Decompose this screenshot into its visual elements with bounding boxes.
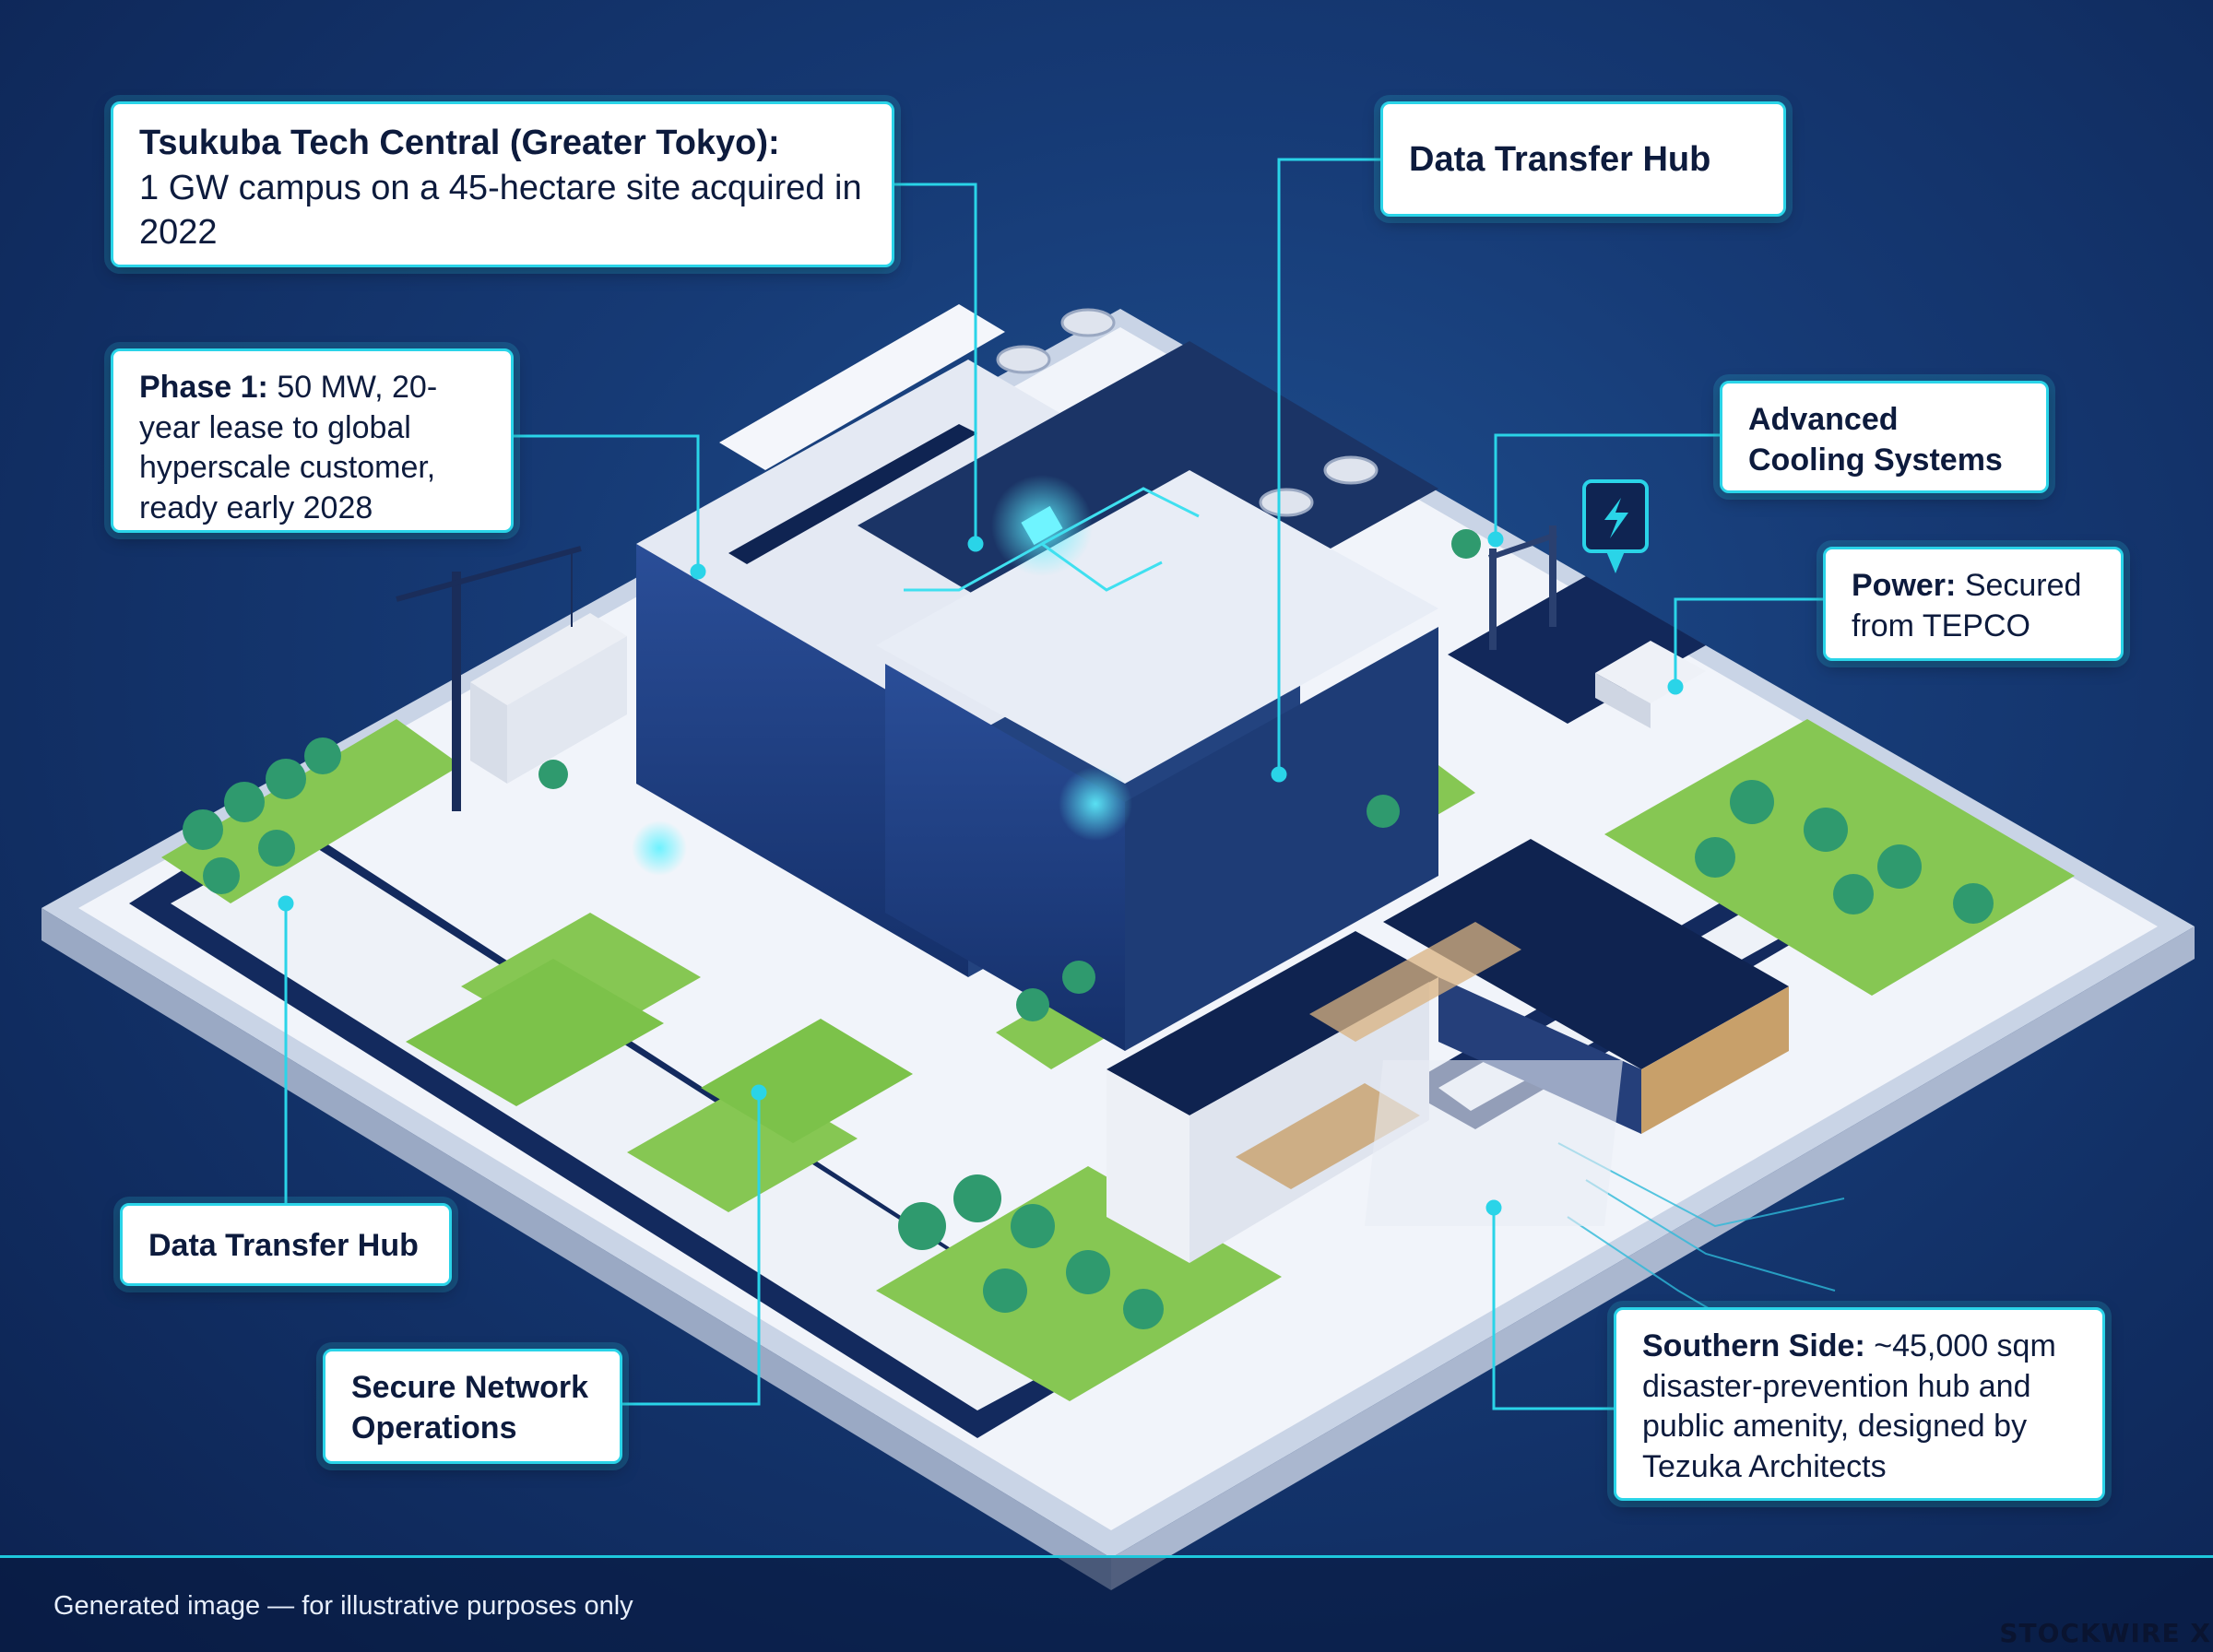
trees: [183, 529, 1994, 1329]
connector-power: [1674, 597, 1823, 682]
lightning-bolt-icon: [1604, 498, 1628, 538]
callout-data-hub-bottom-label: Data Transfer Hub: [148, 1228, 419, 1263]
callout-data-hub-top: Data Transfer Hub: [1380, 101, 1786, 217]
callout-power: Power: Secured from TEPCO: [1823, 547, 2124, 661]
footer-caption: Generated image — for illustrative purpo…: [53, 1591, 633, 1621]
construction-site: [396, 546, 627, 811]
callout-southern-title: Southern Side:: [1642, 1328, 1865, 1363]
connector-data-hub-top: [1277, 158, 1380, 770]
callout-phase1-title: Phase 1:: [139, 370, 268, 405]
callout-phase1: Phase 1: 50 MW, 20-year lease to global …: [111, 348, 514, 533]
callout-cooling-label: Advanced Cooling Systems: [1748, 402, 2003, 478]
callout-power-title: Power:: [1852, 568, 1957, 603]
callout-phase1-body: 50 MW, 20-year lease to global hyperscal…: [139, 370, 438, 525]
footer-caption-bar: Generated image — for illustrative purpo…: [0, 1555, 2213, 1652]
connector-cooling: [1494, 433, 1720, 535]
connector-secure: [622, 1097, 761, 1406]
callout-tsukuba-title: Tsukuba Tech Central (Greater Tokyo):: [139, 124, 780, 162]
connector-phase1: [514, 434, 700, 567]
southern-building: [1106, 839, 1789, 1263]
callout-data-hub-top-label: Data Transfer Hub: [1409, 140, 1711, 179]
callout-tsukuba-body: 1 GW campus on a 45-hectare site acquire…: [139, 168, 862, 253]
data-circuits: [632, 475, 1845, 1356]
callout-power-body: Secured from TEPCO: [1852, 568, 2082, 643]
connector-southern: [1492, 1212, 1614, 1410]
callout-southern-body: ~45,000 sqm disaster-prevention hub and …: [1642, 1328, 2056, 1484]
power-substation: [1448, 479, 1706, 728]
callout-cooling: Advanced Cooling Systems: [1720, 381, 2049, 493]
connector-lines: [278, 158, 1823, 1410]
callout-secure: Secure Network Operations: [323, 1349, 622, 1464]
callout-tsukuba: Tsukuba Tech Central (Greater Tokyo): 1 …: [111, 101, 894, 267]
cooling-fans: [996, 308, 1379, 517]
callout-secure-label: Secure Network Operations: [351, 1370, 588, 1446]
callout-southern: Southern Side: ~45,000 sqm disaster-prev…: [1614, 1307, 2105, 1501]
brand-watermark: STOCKWIRE X: [1999, 1618, 2211, 1648]
main-data-center: [636, 304, 1438, 1051]
callout-data-hub-bottom: Data Transfer Hub: [120, 1203, 452, 1286]
connector-tsukuba: [890, 183, 977, 539]
